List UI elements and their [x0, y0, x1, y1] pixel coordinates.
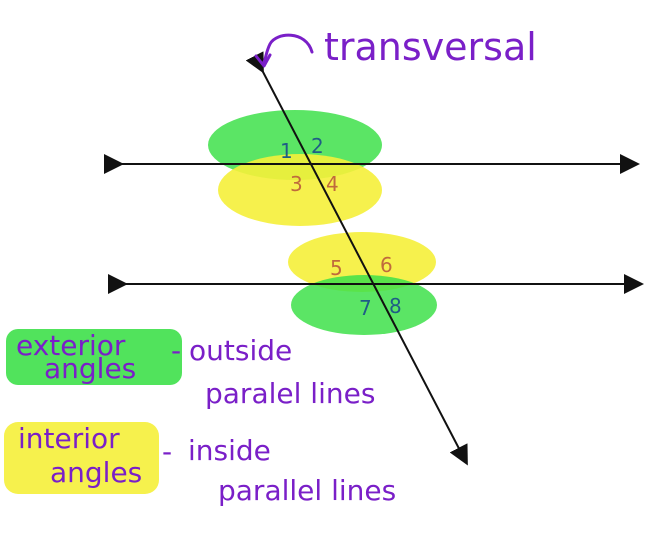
interior-desc-dash: - [162, 435, 172, 468]
angle-7: 7 [359, 296, 372, 320]
angle-6: 6 [380, 253, 393, 277]
curly-arrow-head-icon [254, 53, 272, 68]
interior-term-line1: interior [18, 422, 120, 455]
curly-arrow-icon [262, 33, 314, 64]
title-transversal: transversal [324, 25, 537, 69]
exterior-term-line1: exterior [16, 329, 126, 362]
transversal-line [245, 51, 468, 466]
interior-desc-line2: parallel lines [218, 474, 396, 507]
angle-1: 1 [280, 139, 293, 163]
angle-8: 8 [389, 294, 402, 318]
angle-5: 5 [330, 256, 343, 280]
angle-4: 4 [326, 172, 339, 196]
interior-term-line2: angles [50, 456, 142, 489]
interior-desc-line1: inside [188, 434, 271, 467]
exterior-legend-highlight [6, 329, 182, 385]
exterior-desc-dash: - [171, 334, 181, 367]
exterior-desc-line1: outside [189, 334, 292, 367]
interior-legend-highlight [4, 422, 159, 494]
angle-2: 2 [311, 134, 324, 158]
exterior-desc-line2: paralel lines [205, 377, 375, 410]
exterior-term-line2: angles [44, 352, 136, 385]
angle-3: 3 [290, 172, 303, 196]
